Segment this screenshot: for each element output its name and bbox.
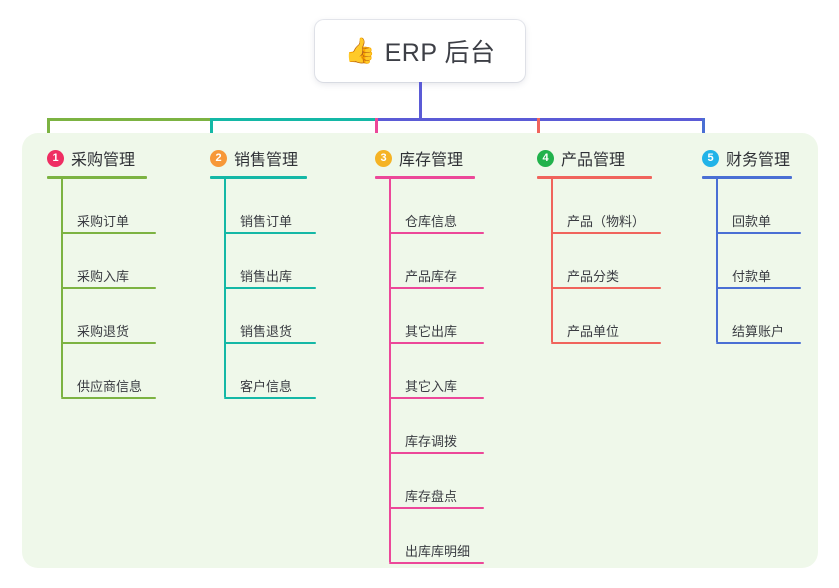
leaf-item-rule <box>61 232 156 234</box>
column-header-label-3: 库存管理 <box>399 152 464 169</box>
column-header-rule-4 <box>537 176 652 179</box>
leaf-item[interactable] <box>61 207 158 233</box>
column-header-2[interactable]: 2 销售管理 <box>210 146 298 170</box>
leaf-item-rule <box>224 397 316 399</box>
root-node-content: 👍 ERP 后台 <box>344 33 495 69</box>
leaf-item[interactable] <box>716 207 803 233</box>
leaf-item-rule <box>224 232 316 234</box>
leaf-item-label: 其它入库 <box>405 379 458 394</box>
leaf-item-rule <box>389 507 484 509</box>
column-spine-3 <box>389 179 391 562</box>
leaf-item-label: 采购订单 <box>77 214 130 229</box>
leaf-item-rule <box>551 287 661 289</box>
root-drop-line <box>418 82 422 121</box>
bus-segment-teal <box>211 118 376 121</box>
leaf-item-rule <box>61 287 156 289</box>
leaf-item[interactable] <box>389 537 486 563</box>
badge-number-icon-3: 3 <box>375 149 392 167</box>
leaf-item-label: 产品单位 <box>567 324 620 339</box>
column-header-1[interactable]: 1 采购管理 <box>47 146 135 170</box>
leaf-item-rule <box>389 287 484 289</box>
leaf-item-rule <box>716 287 801 289</box>
leaf-item-rule <box>224 342 316 344</box>
thumbs-up-icon: 👍 <box>344 36 376 65</box>
branch-panel: 1 采购管理采购订单采购入库采购退货供应商信息 2 销售管理销售订单销售出库销售退货客… <box>22 133 818 568</box>
leaf-item-label: 销售出库 <box>240 269 293 284</box>
leaf-item[interactable] <box>61 372 158 398</box>
leaf-item[interactable] <box>224 372 318 398</box>
leaf-item-rule <box>389 452 484 454</box>
leaf-item-rule <box>389 232 484 234</box>
leaf-item[interactable] <box>224 262 318 288</box>
leaf-item-label: 客户信息 <box>240 379 293 394</box>
badge-number-icon-1: 1 <box>47 149 64 167</box>
leaf-item[interactable] <box>389 482 486 508</box>
column-spine-5 <box>716 179 718 342</box>
leaf-item-rule <box>61 397 156 399</box>
root-node-label: ERP 后台 <box>384 39 496 67</box>
leaf-item-rule <box>716 232 801 234</box>
badge-number-icon-5: 5 <box>702 149 719 167</box>
leaf-item-rule <box>551 342 661 344</box>
leaf-item[interactable] <box>716 262 803 288</box>
leaf-item-rule <box>551 232 661 234</box>
leaf-item-label: 付款单 <box>732 269 772 284</box>
badge-number-icon-4: 4 <box>537 149 554 167</box>
leaf-item-label: 销售退货 <box>240 324 293 339</box>
leaf-item[interactable] <box>224 317 318 343</box>
column-header-rule-3 <box>375 176 475 179</box>
leaf-item-rule <box>716 342 801 344</box>
leaf-item-rule <box>389 397 484 399</box>
column-header-label-5: 财务管理 <box>726 152 791 169</box>
column-header-rule-2 <box>210 176 307 179</box>
leaf-item[interactable] <box>389 372 486 398</box>
leaf-item-label: 结算账户 <box>732 324 785 339</box>
column-spine-4 <box>551 179 553 342</box>
leaf-item-rule <box>61 342 156 344</box>
column-header-5[interactable]: 5 财务管理 <box>702 146 790 170</box>
leaf-item-label: 供应商信息 <box>77 379 143 394</box>
leaf-item[interactable] <box>389 262 486 288</box>
column-header-label-2: 销售管理 <box>234 152 299 169</box>
leaf-item[interactable] <box>61 317 158 343</box>
column-header-3[interactable]: 3 库存管理 <box>375 146 463 170</box>
leaf-item-label: 仓库信息 <box>405 214 458 229</box>
leaf-item[interactable] <box>551 262 663 288</box>
leaf-item-label: 销售订单 <box>240 214 293 229</box>
leaf-item-rule <box>224 287 316 289</box>
leaf-item[interactable] <box>551 317 663 343</box>
leaf-item-label: 采购退货 <box>77 324 130 339</box>
column-header-label-4: 产品管理 <box>561 152 626 169</box>
leaf-item-label: 产品（物料） <box>567 214 646 229</box>
bus-segment-purple <box>376 118 704 121</box>
leaf-item-label: 采购入库 <box>77 269 130 284</box>
leaf-item[interactable] <box>389 317 486 343</box>
column-header-4[interactable]: 4 产品管理 <box>537 146 625 170</box>
leaf-item-label: 其它出库 <box>405 324 458 339</box>
leaf-item[interactable] <box>389 207 486 233</box>
column-header-rule-5 <box>702 176 792 179</box>
leaf-item[interactable] <box>389 427 486 453</box>
leaf-item-label: 回款单 <box>732 214 772 229</box>
leaf-item-label: 出库库明细 <box>405 544 471 559</box>
root-node[interactable]: 👍 ERP 后台 <box>315 20 525 82</box>
bus-segment-green <box>48 118 211 121</box>
leaf-item[interactable] <box>61 262 158 288</box>
column-header-rule-1 <box>47 176 147 179</box>
leaf-item-label: 产品分类 <box>567 269 620 284</box>
leaf-item-label: 库存盘点 <box>405 489 458 504</box>
leaf-item-label: 产品库存 <box>405 269 458 284</box>
leaf-item-rule <box>389 562 484 564</box>
leaf-item[interactable] <box>551 207 663 233</box>
leaf-item-rule <box>389 342 484 344</box>
leaf-item-label: 库存调拨 <box>405 434 458 449</box>
column-header-label-1: 采购管理 <box>71 152 136 169</box>
leaf-item[interactable] <box>224 207 318 233</box>
leaf-item[interactable] <box>716 317 803 343</box>
badge-number-icon-2: 2 <box>210 149 227 167</box>
